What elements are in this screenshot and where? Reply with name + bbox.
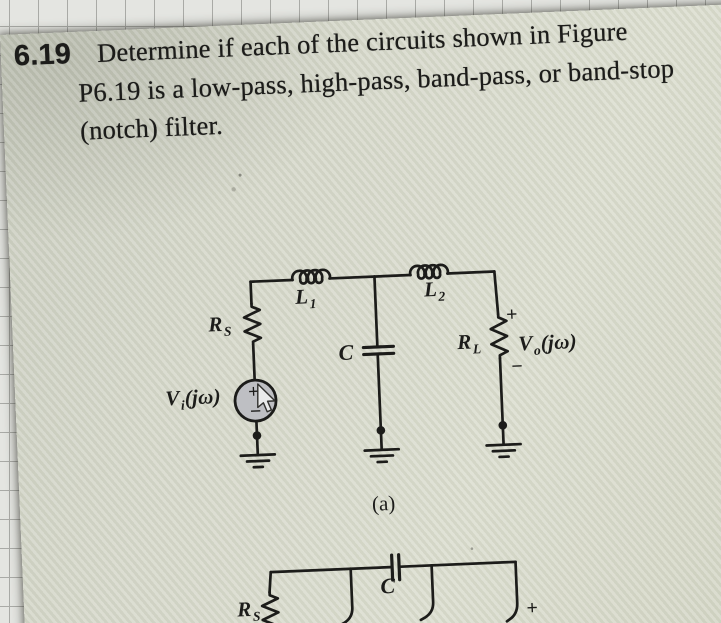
junction-dot: [252, 431, 262, 440]
wire: [338, 567, 354, 623]
wire: [501, 427, 505, 445]
wire: [505, 560, 519, 623]
input-voltage-label: Vi(jω): [164, 384, 222, 413]
mouse-cursor: [257, 383, 276, 413]
wire: [446, 270, 496, 275]
wire: [399, 560, 517, 569]
resistor-rl-label: RL: [456, 329, 482, 356]
wire: [492, 270, 500, 316]
resistor-rs-symbol: [242, 302, 263, 347]
resistor-rs-b-symbol: [260, 590, 281, 623]
capacitor-c-symbol: [361, 344, 395, 350]
ground-symbol: [363, 447, 401, 452]
wire: [249, 278, 294, 284]
capacitor-c-b-label: C: [379, 572, 396, 599]
wire: [379, 433, 383, 450]
subfigure-a-caption: (a): [371, 490, 396, 516]
resistor-rs-label: RS: [207, 311, 233, 339]
junction-dot: [498, 420, 508, 430]
inductor-l2-symbol: [408, 263, 450, 280]
capacitor-c-symbol: [362, 351, 396, 357]
wire: [419, 564, 435, 622]
ground-symbol: [239, 453, 277, 458]
wire: [249, 280, 253, 306]
capacitor-c-b-symbol: [397, 553, 402, 582]
ground-symbol: [485, 442, 522, 447]
inductor-l2-label: L2: [423, 276, 446, 304]
wire: [255, 438, 260, 455]
wire: [268, 570, 273, 594]
wire: [328, 273, 412, 280]
resistor-rs-b-label: RS: [236, 596, 261, 623]
resistor-rl-symbol: [489, 313, 510, 360]
inductor-l1-label: L1: [294, 284, 318, 311]
cursor-arrow: [257, 383, 276, 413]
b-plus-sign: +: [526, 596, 539, 620]
output-voltage-label: Vo(jω): [517, 329, 578, 358]
output-minus-sign: −: [510, 355, 524, 378]
ground-symbol: [245, 459, 271, 463]
paper-speck: [470, 547, 474, 550]
paper-speck: [231, 187, 236, 192]
paper-speck: [238, 173, 242, 177]
wire: [373, 275, 379, 347]
output-plus-sign: +: [505, 303, 519, 327]
wire: [269, 565, 392, 574]
inductor-l1-symbol: [290, 268, 332, 285]
capacitor-c-b-symbol: [390, 553, 395, 582]
wire: [498, 356, 504, 423]
junction-dot: [376, 426, 386, 435]
wire: [251, 343, 257, 382]
capacitor-c-label: C: [338, 339, 355, 366]
ground-symbol: [491, 448, 517, 453]
ground-symbol: [369, 454, 395, 458]
wire: [376, 354, 383, 428]
